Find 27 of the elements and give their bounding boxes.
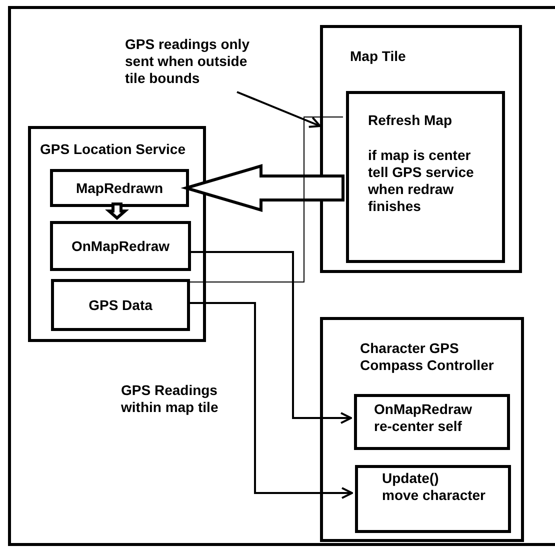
process-box	[51, 279, 190, 331]
node-title: Refresh Map	[368, 112, 454, 129]
annotation-text: GPS readings only sent when outside tile bounds	[125, 36, 265, 92]
block-arrow	[105, 202, 129, 220]
node-title: GPS Location Service	[40, 141, 186, 158]
node-title: OnMapRedraw	[71, 238, 170, 254]
node-title: Character GPS Compass Controller	[360, 340, 495, 374]
node-text: move character	[382, 487, 487, 504]
connector-arrow	[187, 302, 353, 499]
node-title: Update()	[382, 470, 440, 487]
connector-arrow	[188, 251, 352, 424]
process-box	[50, 169, 189, 207]
block-arrow	[180, 164, 344, 212]
process-box	[355, 465, 511, 533]
node-title: OnMapRedraw	[374, 401, 474, 418]
node-title: Map Tile	[350, 48, 407, 65]
process-box	[346, 91, 505, 263]
process-box	[50, 221, 191, 271]
container-box	[320, 25, 522, 273]
container-box	[320, 317, 524, 542]
process-box	[354, 394, 510, 450]
connector-arrow	[236, 91, 321, 128]
node-text: re-center self	[374, 418, 463, 435]
node-title: GPS Data	[88, 296, 152, 314]
node-text: if map is center tell GPS service when redraw finishes	[368, 147, 475, 215]
node-title: MapRedrawn	[76, 180, 164, 196]
container-box	[28, 126, 206, 342]
